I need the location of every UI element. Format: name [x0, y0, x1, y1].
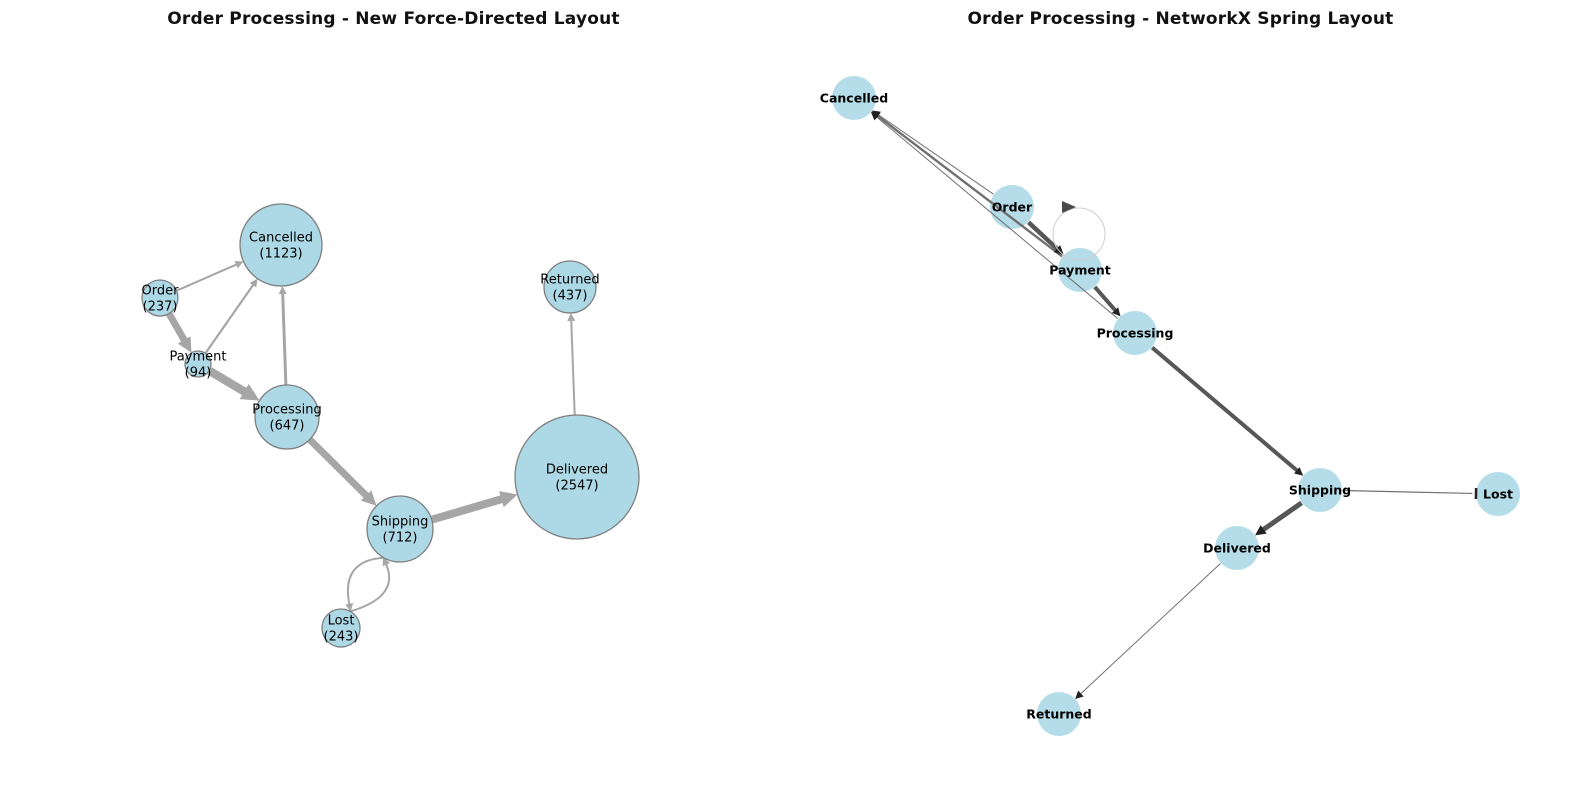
node-lost: [1476, 472, 1520, 516]
node-label-cancelled: Cancelled: [820, 91, 888, 106]
node-order: [990, 185, 1034, 229]
left-panel-title: Order Processing - New Force-Directed La…: [167, 9, 620, 29]
node-label-processing: Processing: [1097, 326, 1174, 341]
edges-layer-0: [166, 260, 576, 613]
edge-shipping-delivered-arrowhead: [499, 491, 518, 508]
node-payment: [184, 350, 212, 378]
node-label-delivered: Delivered: [1203, 541, 1271, 556]
edge-shipping-delivered-arrowhead: [1255, 525, 1267, 536]
node-label-payment: Payment: [1049, 263, 1110, 278]
node-shipping: [1298, 468, 1342, 512]
edges-layer-1: [870, 110, 1478, 699]
edge-payment-self-loop-arrowhead: [1062, 201, 1076, 213]
node-label-returned: Returned(437): [540, 273, 599, 304]
edge-shipping-lost: [347, 556, 383, 605]
edge-payment-processing: [1093, 285, 1118, 313]
node-cancelled: [239, 203, 323, 287]
edge-order-cancelled: [877, 114, 994, 195]
node-cancelled: [832, 76, 876, 120]
edge-order-payment: [1026, 220, 1060, 251]
node-delivered: [1215, 526, 1259, 570]
edge-payment-processing: [207, 367, 248, 397]
edge-delivered-returned: [570, 320, 576, 415]
node-returned: [543, 260, 597, 314]
edge-delivered-returned-arrowhead: [1075, 690, 1084, 699]
nodes-layer-1: [832, 76, 1520, 736]
node-lost: [321, 608, 361, 648]
edge-shipping-lost-arrowhead: [345, 603, 354, 612]
edge-processing-shipping: [307, 437, 370, 499]
node-label-payment: Payment(94): [170, 350, 227, 381]
edge-processing-shipping: [1150, 346, 1299, 473]
node-shipping: [366, 495, 434, 563]
edge-shipping-delivered: [431, 494, 505, 524]
edge-delivered-returned-arrowhead: [567, 312, 576, 322]
edge-processing-shipping-arrowhead: [360, 490, 377, 506]
node-label-shipping: Shipping: [1289, 483, 1351, 498]
edge-shipping-delivered: [1261, 500, 1303, 533]
edge-payment-cancelled: [876, 114, 1063, 258]
edge-order-payment-arrowhead: [177, 336, 192, 353]
node-label-returned: Returned: [1026, 707, 1091, 722]
node-delivered: [514, 414, 640, 540]
edge-lost-shipping: [350, 563, 391, 613]
edge-payment-processing-arrowhead: [239, 383, 260, 401]
node-label-shipping: Shipping(712): [372, 515, 429, 546]
node-label-processing: Processing(647): [252, 403, 321, 434]
edge-processing-cancelled-arrowhead: [278, 285, 287, 295]
edge-processing-cancelled: [876, 116, 1119, 319]
node-order: [141, 279, 179, 317]
node-label-lost: Lost: [1483, 487, 1513, 502]
edge-order-cancelled-arrowhead: [234, 260, 244, 269]
node-returned: [1037, 692, 1081, 736]
edge-order-cancelled: [176, 263, 238, 292]
node-processing: [1113, 311, 1157, 355]
node-processing: [254, 384, 320, 450]
edge-payment-cancelled-arrowhead: [249, 278, 258, 288]
nodes-layer-0: [141, 203, 640, 648]
edge-shipping-lost: [1342, 489, 1473, 495]
edge-payment-cancelled: [204, 283, 255, 354]
node-payment: [1058, 248, 1102, 292]
node-label-order: Order(237): [142, 284, 180, 315]
edge-lost-shipping-arrowhead: [382, 557, 390, 567]
edge-payment-payment: [1052, 207, 1106, 261]
edge-order-cancelled-arrowhead: [872, 110, 881, 119]
node-label-delivered: Delivered(2547): [546, 463, 608, 494]
edge-delivered-returned: [1080, 562, 1221, 695]
node-label-lost: Lost(243): [324, 614, 359, 645]
edge-payment-processing-arrowhead: [1111, 307, 1121, 317]
right-panel-title: Order Processing - NetworkX Spring Layou…: [967, 9, 1394, 29]
edge-processing-shipping-arrowhead: [1294, 467, 1304, 476]
node-label-cancelled: Cancelled(1123): [249, 231, 313, 262]
labels-layer-0: Order(237) Payment(94) Cancelled(1123) Proc…: [142, 231, 609, 645]
edge-processing-cancelled: [281, 293, 288, 385]
node-label-order: Order: [992, 200, 1033, 215]
edge-order-payment: [166, 312, 188, 344]
